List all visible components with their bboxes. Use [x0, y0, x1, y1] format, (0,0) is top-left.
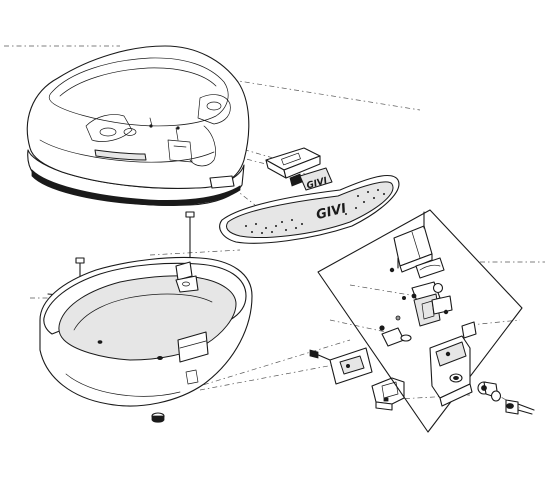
- latch-plate: [309, 347, 373, 385]
- base-foot: [151, 412, 165, 423]
- lid: [26, 45, 250, 206]
- small-logo-badge: GIVI: [299, 167, 333, 191]
- lock-cover-plate: [389, 211, 433, 273]
- backrest-logo-text: GIVI: [315, 201, 348, 223]
- lock-logo-tag: [415, 257, 445, 279]
- lock-spring-parts: [379, 315, 412, 347]
- lock-inset-panel: [317, 209, 535, 433]
- base-case: [39, 256, 253, 407]
- lock-mechanism: [401, 281, 453, 327]
- lock-key: [505, 399, 535, 415]
- backrest-pad: GIVI: [219, 174, 400, 244]
- backrest-texture: [244, 188, 385, 234]
- latch-hook: [371, 377, 405, 411]
- lid-catch-part: [265, 147, 321, 187]
- lock-body: [429, 321, 477, 407]
- lock-cylinder: [477, 381, 502, 402]
